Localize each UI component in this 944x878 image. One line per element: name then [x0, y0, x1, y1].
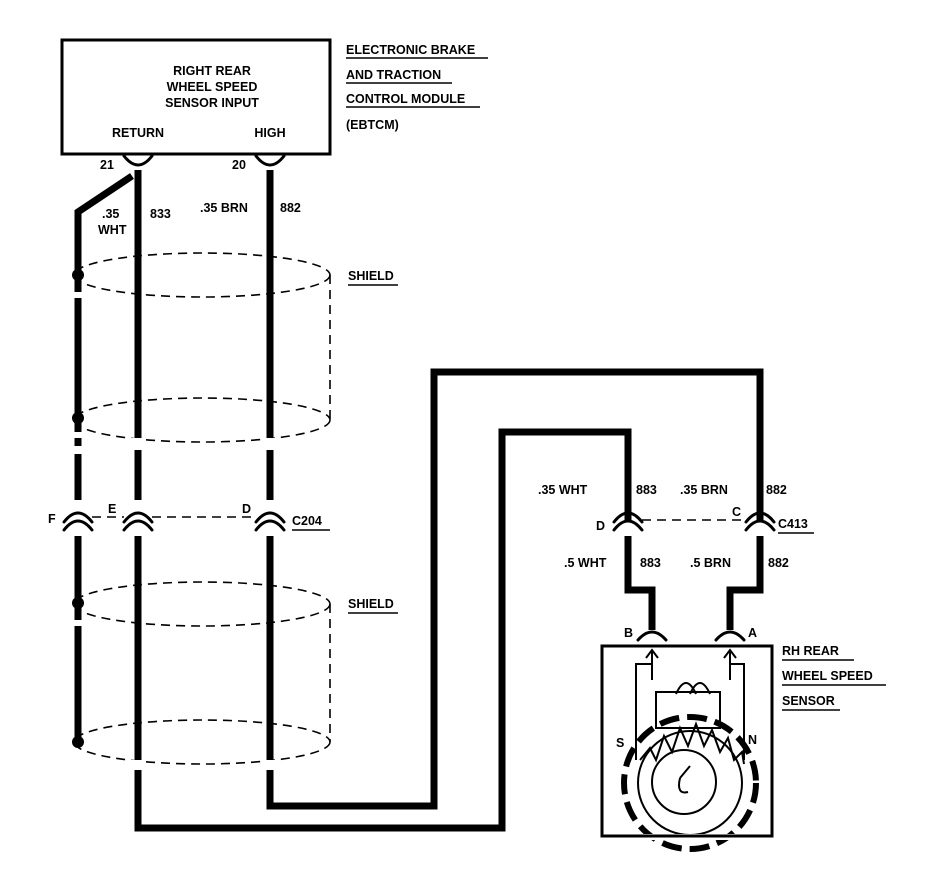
high-spec-label: .35 BRN: [200, 201, 248, 215]
module-name: ELECTRONIC BRAKE AND TRACTION CONTROL MO…: [346, 43, 488, 132]
sensor-terminal-a: [714, 630, 746, 642]
c413-d-upper: [612, 511, 644, 524]
sensor-wires: [624, 536, 764, 630]
rotation-arrow: [678, 765, 691, 794]
coil: [675, 682, 711, 695]
lead-b: [635, 663, 652, 760]
shield-label-upper: SHIELD: [348, 269, 394, 283]
sensor-name-3: SENSOR: [782, 694, 835, 708]
drain-wire: [74, 173, 134, 500]
hub: [651, 749, 717, 815]
c413-label: C413: [778, 517, 808, 531]
arrow-b: [645, 648, 659, 680]
c413-c-lower: [744, 519, 776, 532]
c413-pin-d: D: [596, 519, 605, 533]
c204-f-lower: [62, 519, 94, 532]
sensor-pole-n: N: [748, 733, 757, 747]
wire-883-sensor: [624, 536, 656, 630]
high-label: HIGH: [254, 126, 285, 140]
module-line-1: RIGHT REAR: [173, 64, 251, 78]
wire-882-sensor: [726, 536, 764, 630]
c204-connector: [62, 511, 286, 532]
ret-color-label: WHT: [98, 223, 127, 237]
c413-pin-c: C: [732, 505, 741, 519]
c413-d-lower: [612, 519, 644, 532]
c413-top-left-circuit: 883: [636, 483, 657, 497]
c413-bot-right-circuit: 882: [768, 556, 789, 570]
sensor-terminal-b: [636, 630, 668, 642]
c204-e-upper: [122, 511, 154, 524]
lead-a: [730, 663, 745, 760]
return-label: RETURN: [112, 126, 164, 140]
c204-pin-f: F: [48, 512, 56, 526]
terminal-21: [122, 154, 154, 167]
wheel-speed-sensor: [600, 630, 774, 852]
c413-c-upper: [744, 511, 776, 524]
c204-f-upper: [62, 511, 94, 524]
module-name-1: ELECTRONIC BRAKE: [346, 43, 475, 57]
terminal-20: [254, 154, 286, 167]
sensor-name-2: WHEEL SPEED: [782, 669, 873, 683]
pin-20-label: 20: [232, 158, 246, 172]
module-line-3: SENSOR INPUT: [165, 96, 259, 110]
module-line-2: WHEEL SPEED: [167, 80, 258, 94]
module-name-2: AND TRACTION: [346, 68, 441, 82]
upper-shield: [70, 252, 331, 443]
sensor-box-outline: [600, 644, 774, 838]
sensor-name-1: RH REAR: [782, 644, 839, 658]
sensor-pole-s: S: [616, 736, 624, 750]
c204-d-upper: [254, 511, 286, 524]
sensor-pin-a: A: [748, 626, 757, 640]
module-name-4: (EBTCM): [346, 118, 399, 132]
high-circuit-label: 882: [280, 201, 301, 215]
c413-connector: [612, 511, 776, 532]
c204-e-lower: [122, 519, 154, 532]
c413-top-right-circuit: 882: [766, 483, 787, 497]
c413-bot-left-circuit: 883: [640, 556, 661, 570]
wire-883-run: [134, 428, 632, 832]
c204-pin-d: D: [242, 502, 251, 516]
c204-d-lower: [254, 519, 286, 532]
sensor-pin-b: B: [624, 626, 633, 640]
c204-label: C204: [292, 514, 322, 528]
ebtcm-module: RIGHT REAR WHEEL SPEED SENSOR INPUT RETU…: [60, 38, 332, 172]
pin-21-label: 21: [100, 158, 114, 172]
ret-gauge-label: .35: [102, 207, 119, 221]
arrow-a: [723, 648, 737, 680]
c204-pin-e: E: [108, 502, 116, 516]
pole-piece: [655, 691, 721, 729]
module-name-3: CONTROL MODULE: [346, 92, 465, 106]
reluctor-ring: [621, 714, 759, 852]
c413-top-right-spec: .35 BRN: [680, 483, 728, 497]
c413-bot-right-spec: .5 BRN: [690, 556, 731, 570]
c413-bot-left-spec: .5 WHT: [564, 556, 607, 570]
c413-top-left-spec: .35 WHT: [538, 483, 588, 497]
ebtcm-box: [60, 38, 332, 156]
lower-shield: [70, 581, 331, 770]
shield-label-lower: SHIELD: [348, 597, 394, 611]
ret-circuit-label: 833: [150, 207, 171, 221]
